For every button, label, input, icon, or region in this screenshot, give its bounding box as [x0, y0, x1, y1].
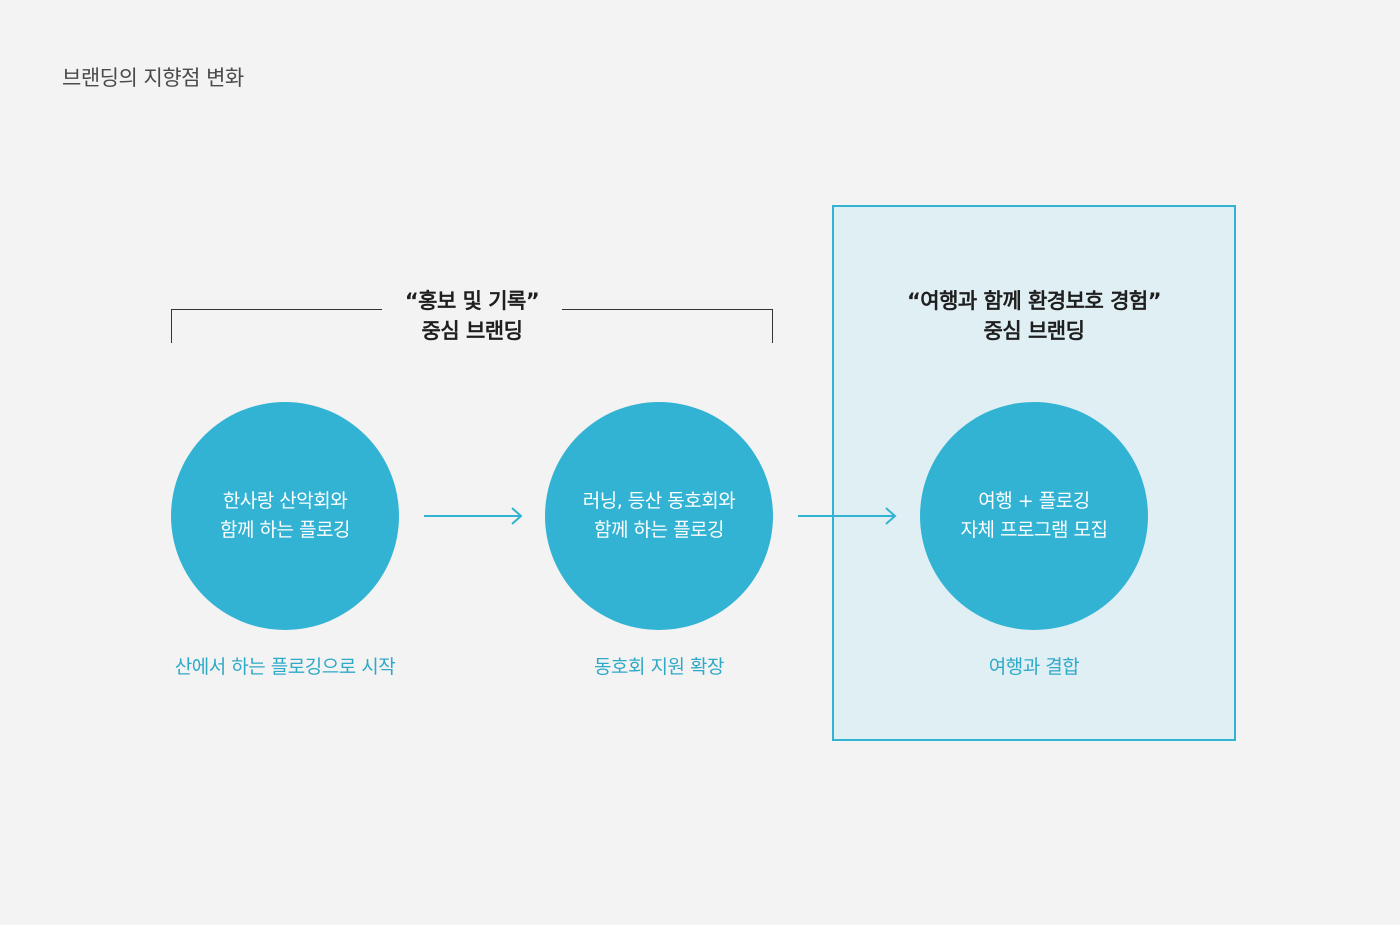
- stage-circle-line1: 한사랑 산악회와: [222, 490, 348, 512]
- group-heading-line1: “홍보 및 기록”: [404, 289, 540, 313]
- stage-circle-1: 한사랑 산악회와 함께 하는 플로깅: [171, 402, 399, 630]
- stage-caption-2: 동호회 지원 확장: [594, 656, 724, 678]
- group-heading-line1: “여행과 함께 환경보호 경험”: [906, 289, 1162, 313]
- group-heading-line2: 중심 브랜딩: [421, 319, 523, 343]
- stage-caption-3: 여행과 결합: [988, 656, 1080, 678]
- bracket-right-tick: [772, 309, 773, 343]
- stage-circle-3: 여행 + 플로깅 자체 프로그램 모집: [920, 402, 1148, 630]
- group-heading-experience: “여행과 함께 환경보호 경험” 중심 브랜딩: [834, 286, 1234, 346]
- stage-circle-2: 러닝, 등산 동호회와 함께 하는 플로깅: [545, 402, 773, 630]
- bracket-top-left: [171, 309, 382, 310]
- page-title: 브랜딩의 지향점 변화: [62, 66, 244, 90]
- stage-circle-line2: 함께 하는 플로깅: [594, 519, 724, 541]
- stage-circle-line1: 러닝, 등산 동호회와: [582, 490, 736, 512]
- stage-caption-1: 산에서 하는 플로깅으로 시작: [174, 656, 396, 678]
- stage-circle-line2: 함께 하는 플로깅: [220, 519, 350, 541]
- stage-circle-line2: 자체 프로그램 모집: [960, 519, 1108, 541]
- stage-circle-line1: 여행 + 플로깅: [978, 490, 1090, 512]
- arrow-right-icon: [798, 507, 897, 525]
- bracket-left-tick: [171, 309, 172, 343]
- group-heading-promotion: “홍보 및 기록” 중심 브랜딩: [322, 286, 622, 346]
- arrow-right-icon: [424, 507, 523, 525]
- bracket-top-right: [562, 309, 773, 310]
- group-heading-line2: 중심 브랜딩: [983, 319, 1085, 343]
